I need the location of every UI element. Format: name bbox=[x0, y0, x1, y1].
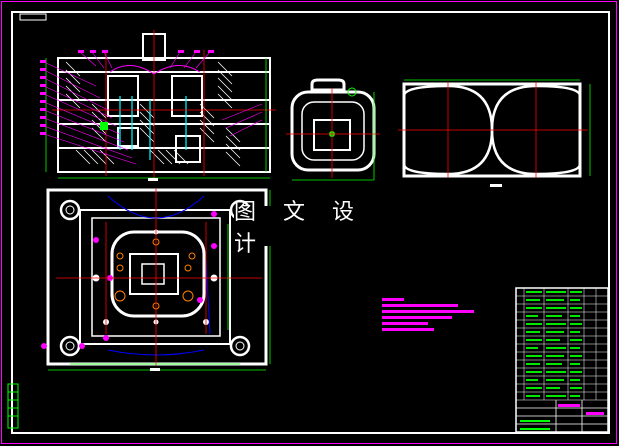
technical-notes bbox=[382, 298, 474, 331]
top-left-mark bbox=[19, 13, 47, 21]
mold-section-view bbox=[40, 30, 276, 181]
part-front-view bbox=[286, 78, 380, 181]
title-block bbox=[515, 287, 609, 433]
sheet-inner-border bbox=[11, 11, 610, 434]
part-double-view bbox=[398, 79, 591, 187]
binding-strip bbox=[7, 383, 19, 429]
mold-plan-view bbox=[41, 188, 271, 371]
watermark-text: 图 文 设 计 bbox=[234, 200, 394, 257]
